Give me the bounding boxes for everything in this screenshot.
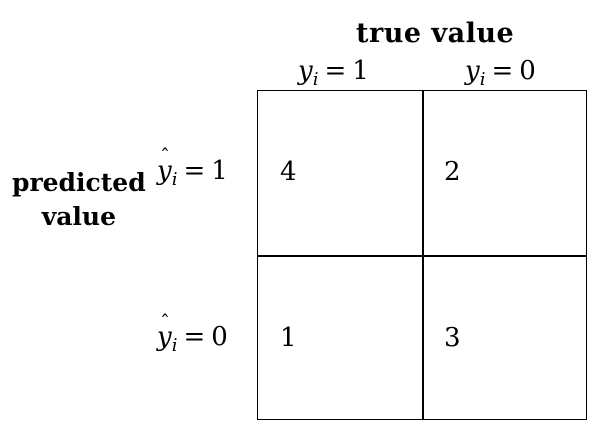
predicted-header-line-2: value	[41, 202, 116, 231]
column-label-true-0: yi=0	[465, 56, 536, 90]
row-label-predicted-0: yi=0	[157, 310, 228, 356]
cell-pred0-true1: 1	[280, 323, 297, 353]
column-label-sub: i	[479, 69, 486, 90]
row-label-val: 0	[211, 322, 228, 352]
cell-pred0-true0: 3	[444, 323, 461, 353]
column-label-op: =	[324, 56, 347, 86]
column-label-var: y	[298, 56, 313, 86]
predicted-value-header: predicted value	[12, 166, 146, 234]
column-label-op: =	[491, 56, 514, 86]
row-label-predicted-1: yi=1	[157, 144, 228, 190]
true-value-header: true value	[356, 18, 515, 49]
cell-pred1-true1: 4	[280, 157, 297, 187]
row-label-op: =	[183, 156, 206, 186]
column-label-true-1: yi=1	[298, 56, 369, 90]
grid-horizontal-divider	[258, 255, 586, 257]
row-label-op: =	[183, 322, 206, 352]
row-label-sub: i	[171, 169, 178, 190]
row-label-var-hat: y	[157, 310, 172, 352]
row-label-val: 1	[211, 156, 228, 186]
column-label-var: y	[465, 56, 480, 86]
column-label-val: 1	[352, 56, 369, 86]
row-label-sub: i	[171, 335, 178, 356]
column-label-sub: i	[312, 69, 319, 90]
row-label-var-hat: y	[157, 144, 172, 186]
confusion-matrix-grid: 4 2 1 3	[257, 90, 587, 420]
column-label-val: 0	[519, 56, 536, 86]
predicted-header-line-1: predicted	[12, 168, 146, 197]
cell-pred1-true0: 2	[444, 157, 461, 187]
